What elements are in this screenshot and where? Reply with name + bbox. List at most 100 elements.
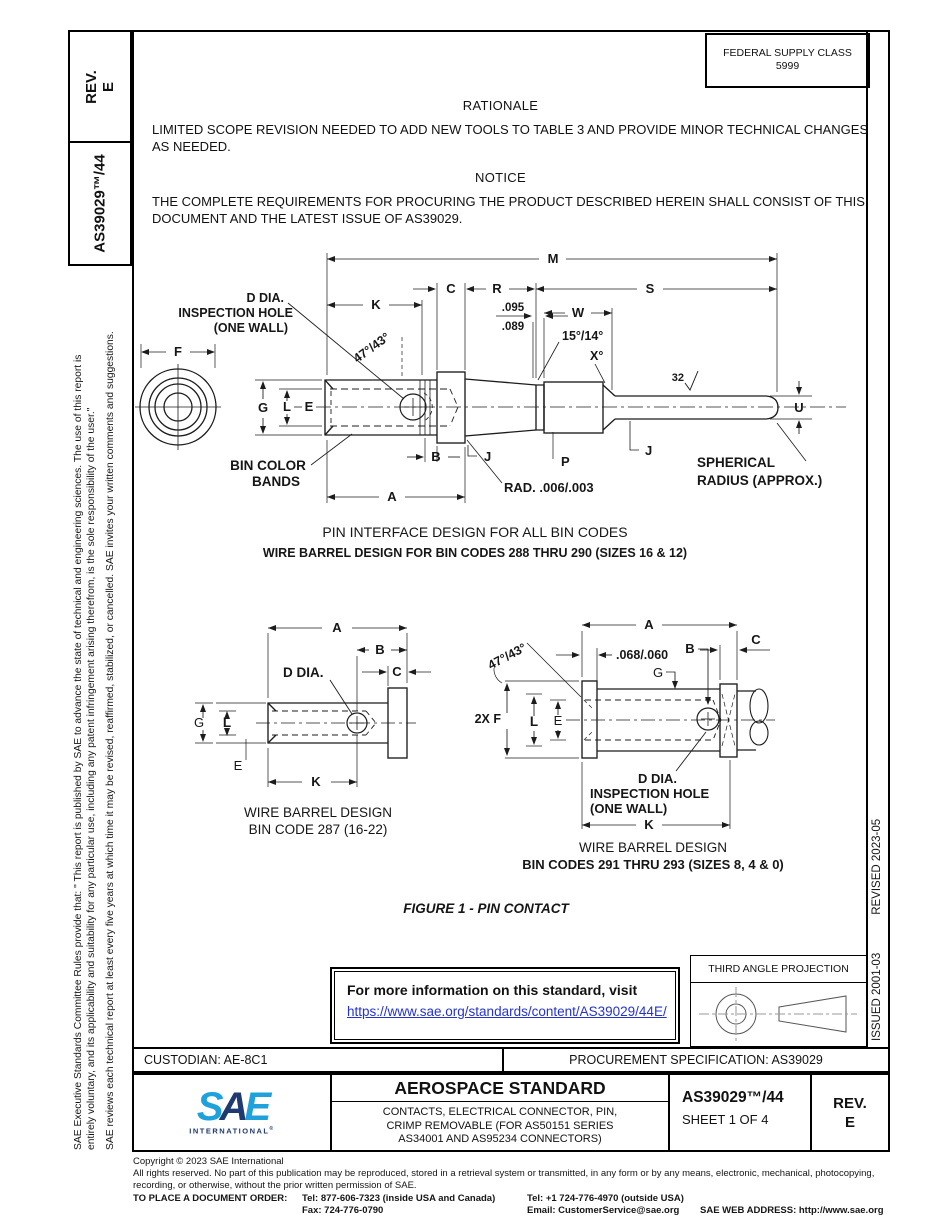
more-information-box: For more information on this standard, v… — [330, 967, 680, 1044]
figure-1-pin-contact-drawing: M S C R K W .095 .089 15°/14° X° F G L E… — [135, 251, 846, 916]
fax-number: Fax: 724-776-0790 — [302, 1205, 384, 1216]
dim-m: M — [548, 251, 559, 266]
rev-cell-label: REV. — [833, 1094, 867, 1112]
caption-287-line1: WIRE BARREL DESIGN — [244, 805, 392, 820]
dim-b: B — [431, 449, 440, 464]
rev-vertical-label: REV.E — [82, 69, 117, 104]
note-spherical: SPHERICAL — [697, 455, 775, 470]
dim-angle-15-14: 15°/14° — [562, 329, 603, 343]
sae-logo-s: S — [196, 1085, 224, 1130]
dim-w: W — [572, 305, 585, 320]
aerospace-standard-title: AEROSPACE STANDARD — [332, 1075, 668, 1102]
right-strip-divider — [866, 32, 868, 1047]
sae-logo-e: E — [244, 1085, 271, 1130]
dim287-d-dia: D DIA. — [283, 665, 324, 680]
dim291-one-wall: (ONE WALL) — [590, 801, 667, 816]
pin-side-view-hidden-lines — [294, 337, 846, 427]
dim287-l: L — [223, 715, 231, 730]
dim287-k: K — [311, 774, 321, 789]
dim291-l: L — [530, 714, 538, 729]
third-angle-projection-box: THIRD ANGLE PROJECTION — [690, 955, 867, 1047]
title-block: SAE INTERNATIONAL® AEROSPACE STANDARD CO… — [132, 1073, 890, 1152]
dim291-e: E — [554, 713, 563, 728]
dim-u: U — [794, 400, 803, 415]
dim-j2: J — [645, 443, 652, 458]
dim291-angle-47-43: 47°/43° — [486, 641, 529, 673]
issued-revised-strip: ISSUED 2001-03 REVISED 2023-05 — [871, 769, 883, 1041]
third-angle-projection-title: THIRD ANGLE PROJECTION — [691, 956, 866, 983]
revised-date: REVISED 2023-05 — [871, 818, 883, 915]
wire-barrel-287-arrowheads — [200, 625, 416, 785]
notice-body-line2: DOCUMENT AND THE LATEST ISSUE OF AS39029… — [152, 211, 463, 226]
note-d-dia: D DIA. — [247, 291, 285, 305]
dim291-068-060: .068/.060 — [616, 648, 668, 662]
dim291-a: A — [644, 617, 654, 632]
order-label: TO PLACE A DOCUMENT ORDER: — [133, 1193, 288, 1204]
disclaimer-line-2: entirely voluntary, and its applicabilit… — [86, 407, 97, 1150]
custodian-cell: CUSTODIAN: AE-8C1 — [134, 1049, 504, 1071]
pin-side-view-extension-lines — [140, 253, 812, 503]
note-bin-color: BIN COLOR — [230, 458, 306, 473]
sae-logo-cell: SAE INTERNATIONAL® — [134, 1075, 332, 1150]
dim287-g: G — [194, 715, 204, 730]
sae-web-address: SAE WEB ADDRESS: http://www.sae.org — [700, 1205, 884, 1216]
rev-cell: REV. E — [812, 1075, 888, 1150]
standard-subtitle: CONTACTS, ELECTRICAL CONNECTOR, PIN, CRI… — [332, 1102, 668, 1147]
custodian-row: CUSTODIAN: AE-8C1 PROCUREMENT SPECIFICAT… — [132, 1047, 890, 1073]
email-address: Email: CustomerService@sae.org — [527, 1205, 680, 1216]
note-rad: RAD. .006/.003 — [504, 480, 594, 495]
left-disclaimer-paragraph-1: SAE Executive Standards Committee Rules … — [72, 272, 98, 1150]
dim-k: K — [371, 297, 381, 312]
subtitle-line-3: AS34001 AND AS95234 CONNECTORS) — [398, 1133, 602, 1145]
sae-logo-international: INTERNATIONAL — [189, 1126, 270, 1136]
copyright-line-3: recording, or otherwise, without the pri… — [133, 1180, 417, 1191]
sheet-number: SHEET 1 OF 4 — [682, 1112, 769, 1127]
wire-barrel-287-hidden-lines — [256, 710, 416, 736]
doc-number-box: AS39029™/44 — [68, 141, 132, 266]
caption-wire-barrel-288-290: WIRE BARREL DESIGN FOR BIN CODES 288 THR… — [263, 546, 687, 560]
rationale-body-line1: LIMITED SCOPE REVISION NEEDED TO ADD NEW… — [152, 122, 869, 137]
dim287-a: A — [332, 620, 342, 635]
tel-outside-usa: Tel: +1 724-776-4970 (outside USA) — [527, 1193, 684, 1204]
subtitle-line-1: CONTACTS, ELECTRICAL CONNECTOR, PIN, — [382, 1106, 618, 1118]
note-bands: BANDS — [252, 474, 300, 489]
fsc-label: FEDERAL SUPPLY CLASS — [723, 47, 852, 59]
dim-p: P — [561, 454, 570, 469]
dim291-inspection-hole: INSPECTION HOLE — [590, 786, 710, 801]
dim-angle-47-43: 47°/43° — [351, 330, 393, 366]
caption-291-line1: WIRE BARREL DESIGN — [579, 840, 727, 855]
pin-side-view-arrowheads — [141, 256, 802, 500]
standard-link[interactable]: https://www.sae.org/standards/content/AS… — [347, 1004, 667, 1019]
sae-logo-registered-mark: ® — [269, 1126, 275, 1133]
info-box-text: For more information on this standard, v… — [347, 982, 638, 998]
dim-c: C — [446, 281, 456, 296]
wire-barrel-291-outline — [581, 680, 769, 759]
wire-barrel-291-dimension-lines — [493, 624, 770, 826]
doc-number-vertical: AS39029™/44 — [91, 154, 109, 253]
dim291-2x-f: 2X F — [475, 712, 502, 726]
wire-barrel-287-extension-lines — [195, 633, 408, 787]
wire-barrel-291-arrowheads — [504, 622, 747, 828]
pin-side-view-outline — [324, 371, 779, 444]
rationale-body-line2: AS NEEDED. — [152, 139, 231, 154]
sae-logo: SAE INTERNATIONAL® — [189, 1087, 275, 1136]
note-inspection-hole: INSPECTION HOLE — [178, 306, 293, 320]
pin-side-view-dimension-lines — [144, 258, 807, 498]
dim291-b: B — [685, 641, 694, 656]
copyright-line-2: All rights reserved. No part of this pub… — [133, 1168, 875, 1179]
sae-logo-a: A — [219, 1085, 249, 1130]
procurement-cell: PROCUREMENT SPECIFICATION: AS39029 — [569, 1053, 823, 1067]
doc-number-text: AS39029™/44 — [682, 1089, 784, 1106]
dim-l: L — [283, 399, 291, 414]
caption-291-line2: BIN CODES 291 THRU 293 (SIZES 8, 4 & 0) — [522, 857, 784, 872]
dim-g: G — [258, 400, 268, 415]
disclaimer-line-1: SAE Executive Standards Committee Rules … — [73, 354, 84, 1150]
dim-a: A — [387, 489, 397, 504]
dim-s: S — [646, 281, 655, 296]
wire-barrel-291-extension-lines — [505, 631, 738, 829]
issued-date: ISSUED 2001-03 — [871, 952, 883, 1041]
pin-front-view — [135, 364, 221, 450]
third-angle-projection-icon — [699, 987, 857, 1041]
dim-f: F — [174, 344, 182, 359]
dim-x-angle: X° — [590, 349, 603, 363]
